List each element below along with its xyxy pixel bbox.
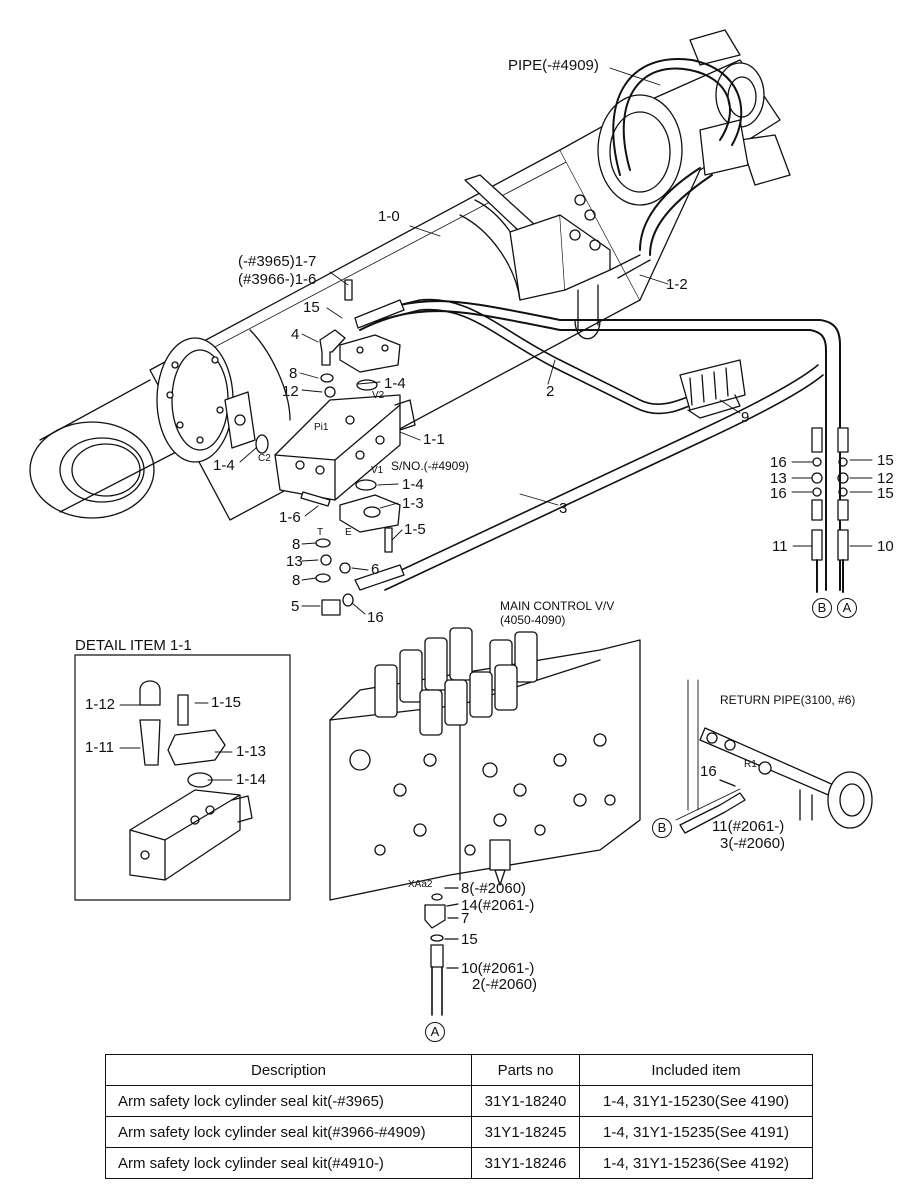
port-t: T	[317, 527, 324, 538]
callout-1-7: (-#3965)1-7	[238, 253, 317, 270]
table-row: Arm safety lock cylinder seal kit(#4910-…	[105, 1147, 813, 1179]
callout-1-5: 1-5	[404, 521, 426, 538]
mcv-8: 8(-#2060)	[461, 880, 527, 897]
callout-9: 9	[741, 409, 750, 426]
callout-15-top: 15	[303, 299, 320, 316]
callout-16-left: 16	[367, 609, 384, 626]
return-3: 3(-#2060)	[720, 835, 786, 852]
callout-pipe-top: PIPE(-#4909)	[508, 57, 599, 74]
callout-12-right: 12	[877, 470, 894, 487]
table-header-row: Description Parts no Included item	[105, 1054, 813, 1086]
mcv-14: 14(#2061-)	[461, 897, 535, 914]
callout-5: 5	[291, 598, 300, 615]
cell-parts-no: 31Y1-18240	[471, 1085, 580, 1117]
mcv-7: 7	[461, 910, 470, 927]
callout-1-1: 1-1	[423, 431, 445, 448]
mcv-15: 15	[461, 931, 478, 948]
circle-b-top: B	[812, 598, 832, 618]
callout-15-r1: 15	[877, 452, 894, 469]
callout-8-mid: 8	[292, 536, 301, 553]
mcv-title: MAIN CONTROL V/V	[500, 599, 615, 613]
circle-b-return: B	[652, 818, 672, 838]
callout-sno: S/NO.(-#4909)	[391, 459, 470, 473]
cell-included-item: 1-4, 31Y1-15236(See 4192)	[579, 1147, 813, 1179]
head-flange	[156, 337, 234, 463]
cell-parts-no: 31Y1-18245	[471, 1116, 580, 1148]
callout-8-low: 8	[292, 572, 301, 589]
header-parts-no: Parts no	[471, 1054, 580, 1086]
table-row: Arm safety lock cylinder seal kit(#3966-…	[105, 1116, 813, 1148]
callout-1-6-top: (#3966-)1-6	[238, 271, 317, 288]
callout-16-r1: 16	[770, 454, 787, 471]
cell-description: Arm safety lock cylinder seal kit(-#3965…	[105, 1085, 472, 1117]
port-e: E	[345, 527, 352, 538]
callout-16-r2: 16	[770, 485, 787, 502]
detail-1-13: 1-13	[236, 743, 267, 760]
return-pipe-detail	[675, 679, 873, 834]
callout-13-left: 13	[286, 553, 303, 570]
callout-4: 4	[291, 326, 300, 343]
arm-cylinder	[29, 29, 791, 521]
detail-1-11: 1-11	[85, 739, 114, 756]
mcv-10: 10(#2061-)	[461, 960, 535, 977]
callout-2: 2	[546, 383, 555, 400]
rod-eye	[29, 421, 155, 519]
port-pi1: Pi1	[314, 422, 329, 433]
callout-12-top: 12	[282, 383, 299, 400]
leader-lines	[239, 67, 873, 615]
header-description: Description	[105, 1054, 472, 1086]
exploded-view-drawing	[29, 29, 873, 1016]
callout-1-3: 1-3	[402, 495, 424, 512]
mcv-2: 2(-#2060)	[472, 976, 538, 993]
cell-included-item: 1-4, 31Y1-15235(See 4191)	[579, 1116, 813, 1148]
port-v2: V2	[372, 390, 385, 401]
callout-11: 11	[772, 538, 788, 555]
detail-box	[74, 654, 291, 901]
cell-included-item: 1-4, 31Y1-15230(See 4190)	[579, 1085, 813, 1117]
callout-6: 6	[371, 561, 380, 578]
table-row: Arm safety lock cylinder seal kit(-#3965…	[105, 1085, 813, 1117]
callout-1-2: 1-2	[666, 276, 688, 293]
detail-1-12: 1-12	[85, 696, 116, 713]
port-xaa2: XAa2	[408, 879, 433, 890]
detail-1-15: 1-15	[211, 694, 242, 711]
callout-1-4-left: 1-4	[213, 457, 235, 474]
pipe-3	[379, 364, 824, 591]
pipe-clamp-9	[679, 359, 746, 419]
circle-a-top: A	[837, 598, 857, 618]
pipe-loop-top	[609, 58, 743, 279]
cell-parts-no: 31Y1-18246	[471, 1147, 580, 1179]
port-r1: R1	[744, 759, 757, 770]
detail-1-14: 1-14	[236, 771, 267, 788]
mcv-subtitle: (4050-4090)	[500, 613, 566, 627]
return-pipe-title: RETURN PIPE(3100, #6)	[720, 693, 856, 707]
seal-kit-table: Description Parts no Included item Arm s…	[105, 1054, 813, 1179]
callout-1-4-mid: 1-4	[402, 476, 424, 493]
callout-1-0: 1-0	[378, 208, 400, 225]
callout-8-top: 8	[289, 365, 298, 382]
header-included-item: Included item	[579, 1054, 813, 1086]
callout-1-4-top: 1-4	[384, 375, 406, 392]
cell-description: Arm safety lock cylinder seal kit(#4910-…	[105, 1147, 472, 1179]
callout-15-r2: 15	[877, 485, 894, 502]
port-c2: C2	[258, 453, 271, 464]
return-11: 11(#2061-)	[712, 818, 785, 835]
cell-description: Arm safety lock cylinder seal kit(#3966-…	[105, 1116, 472, 1148]
callout-13-right: 13	[770, 470, 787, 487]
port-v1: V1	[371, 465, 384, 476]
callout-1-6-left: 1-6	[279, 509, 301, 526]
detail-title: DETAIL ITEM 1-1	[75, 637, 192, 654]
callout-10: 10	[877, 538, 894, 555]
callout-3: 3	[559, 500, 568, 517]
circle-a-bottom: A	[425, 1022, 445, 1042]
main-control-valve	[329, 627, 641, 1016]
return-16: 16	[700, 763, 717, 780]
pipe-2	[369, 298, 703, 415]
hose-ends-right	[811, 427, 849, 593]
